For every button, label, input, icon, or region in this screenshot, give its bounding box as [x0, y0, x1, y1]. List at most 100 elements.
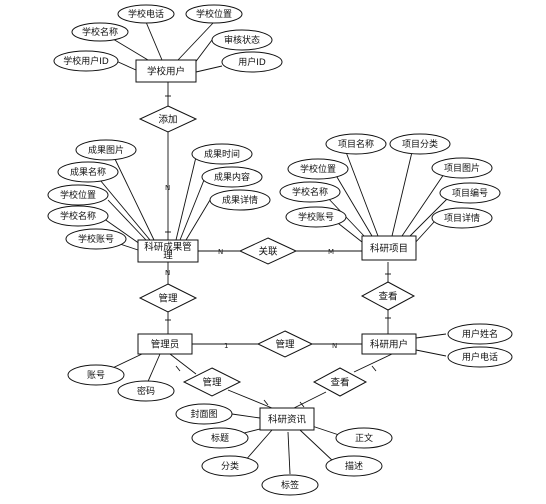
svg-text:用户电话: 用户电话 — [462, 351, 498, 363]
attribute-school-name: 学校名称 — [71, 22, 129, 42]
cardinality-manage-user-right: N — [332, 342, 337, 350]
svg-text:学校名称: 学校名称 — [292, 186, 328, 198]
attribute-project-school-location: 学校位置 — [287, 158, 349, 180]
entity-school-user: 学校用户 — [135, 59, 197, 83]
svg-text:学校账号: 学校账号 — [298, 211, 334, 223]
svg-text:项目编号: 项目编号 — [452, 187, 488, 199]
attribute-school-phone: 学校电话 — [117, 4, 175, 24]
relationship-manage-user-label: 管理 — [275, 339, 295, 351]
svg-text:正文: 正文 — [355, 432, 373, 444]
attribute-result-name: 成果名称 — [57, 161, 119, 183]
relationship-manage-result-label: 管理 — [158, 293, 178, 305]
svg-text:标题: 标题 — [211, 432, 229, 444]
svg-text:学校名称: 学校名称 — [60, 210, 96, 222]
svg-text:学校用户ID: 学校用户ID — [63, 55, 109, 67]
svg-text:用户ID: 用户ID — [238, 56, 266, 68]
attribute-news-cover: 封面图 — [175, 403, 233, 425]
svg-text:成果详情: 成果详情 — [222, 194, 258, 206]
svg-text:审核状态: 审核状态 — [224, 34, 260, 46]
svg-text:账号: 账号 — [87, 370, 105, 381]
attribute-school-user-id: 学校用户ID — [53, 50, 119, 72]
attribute-news-title: 标题 — [191, 427, 249, 449]
relationship-view-project-label: 查看 — [378, 291, 397, 303]
connector-lines — [99, 21, 449, 475]
attribute-project-name: 项目名称 — [325, 133, 387, 155]
cardinality-labels: N M N N 1 N — [165, 184, 337, 350]
attribute-user-name: 用户姓名 — [447, 323, 513, 345]
attribute-school-location: 学校位置 — [185, 4, 243, 24]
entity-research-project: 科研项目 — [361, 235, 417, 261]
svg-text:标签: 标签 — [281, 479, 299, 491]
svg-text:学校电话: 学校电话 — [128, 8, 164, 20]
entity-research-project-label: 科研项目 — [370, 243, 408, 255]
attribute-project-school-name: 学校名称 — [279, 181, 341, 203]
attribute-result-school-name: 学校名称 — [47, 205, 109, 227]
attribute-admin-password: 密码 — [117, 380, 175, 402]
svg-text:学校位置: 学校位置 — [196, 8, 232, 20]
svg-text:分类: 分类 — [221, 460, 239, 472]
svg-text:项目详情: 项目详情 — [444, 212, 480, 224]
attribute-news-description: 描述 — [325, 455, 383, 477]
svg-text:项目名称: 项目名称 — [338, 138, 374, 150]
entity-research-result-label-line2: 理 — [163, 251, 173, 262]
entity-research-news: 科研资讯 — [259, 407, 315, 431]
attribute-news-category: 分类 — [201, 455, 259, 477]
cardinality-link-left: N — [218, 248, 223, 256]
attribute-user-id: 用户ID — [221, 51, 283, 73]
line-tick-marks — [165, 95, 391, 408]
cardinality-manage-user-left: 1 — [224, 342, 228, 350]
attribute-news-body: 正文 — [335, 427, 393, 449]
cardinality-manage-result-top: N — [165, 269, 170, 277]
relationship-manage-result: 管理 — [138, 283, 198, 313]
attribute-admin-account: 账号 — [67, 364, 125, 386]
svg-text:描述: 描述 — [345, 460, 363, 472]
relationship-link: 关联 — [238, 237, 298, 265]
entity-research-result-label: 科研成果管 — [144, 241, 192, 253]
entity-research-user: 科研用户 — [361, 333, 417, 355]
svg-text:学校位置: 学校位置 — [300, 163, 336, 175]
attribute-project-school-account: 学校账号 — [285, 206, 347, 228]
attribute-project-number: 项目编号 — [439, 182, 501, 204]
attribute-result-image: 成果图片 — [75, 139, 137, 161]
svg-text:成果图片: 成果图片 — [88, 144, 124, 156]
svg-text:学校账号: 学校账号 — [78, 233, 114, 245]
cardinality-link-right: M — [328, 248, 334, 256]
relationship-add-label: 添加 — [158, 115, 177, 126]
attribute-result-details: 成果详情 — [209, 189, 271, 211]
attribute-project-category: 项目分类 — [389, 133, 451, 155]
attribute-user-phone: 用户电话 — [447, 346, 513, 368]
relationship-manage-news-label: 管理 — [202, 377, 222, 389]
cardinality-add-bottom: N — [165, 184, 170, 192]
svg-text:学校位置: 学校位置 — [60, 189, 96, 201]
entity-admin: 管理员 — [137, 333, 193, 355]
entity-school-user-label: 学校用户 — [147, 66, 185, 78]
entity-research-result: 科研成果管 — [137, 239, 199, 263]
svg-text:项目分类: 项目分类 — [402, 138, 438, 150]
relationship-manage-user: 管理 — [256, 330, 314, 358]
svg-text:密码: 密码 — [137, 385, 155, 397]
svg-text:成果名称: 成果名称 — [70, 166, 106, 178]
attribute-result-school-location: 学校位置 — [47, 184, 109, 206]
svg-text:封面图: 封面图 — [190, 408, 217, 420]
attribute-result-time: 成果时间 — [191, 143, 253, 165]
relationship-add: 添加 — [138, 105, 198, 133]
attribute-news-tag: 标签 — [261, 474, 319, 496]
attribute-result-school-account: 学校账号 — [65, 228, 127, 250]
attribute-review-status: 审核状态 — [211, 29, 273, 51]
entity-research-news-label: 科研资讯 — [268, 414, 307, 426]
relationship-link-label: 关联 — [258, 246, 278, 258]
relationship-manage-news: 管理 — [182, 367, 242, 397]
attribute-result-content: 成果内容 — [201, 166, 263, 188]
svg-text:学校名称: 学校名称 — [82, 26, 118, 38]
entity-admin-label: 管理员 — [151, 339, 180, 351]
attribute-project-image: 项目图片 — [431, 157, 493, 179]
relationship-view-news: 查看 — [312, 367, 368, 397]
entity-research-user-label: 科研用户 — [370, 339, 408, 351]
attribute-project-details: 项目详情 — [431, 207, 493, 229]
svg-text:成果时间: 成果时间 — [204, 148, 240, 160]
relationship-view-project: 查看 — [360, 281, 416, 311]
svg-text:用户姓名: 用户姓名 — [462, 328, 498, 340]
relationship-view-news-label: 查看 — [330, 377, 349, 389]
